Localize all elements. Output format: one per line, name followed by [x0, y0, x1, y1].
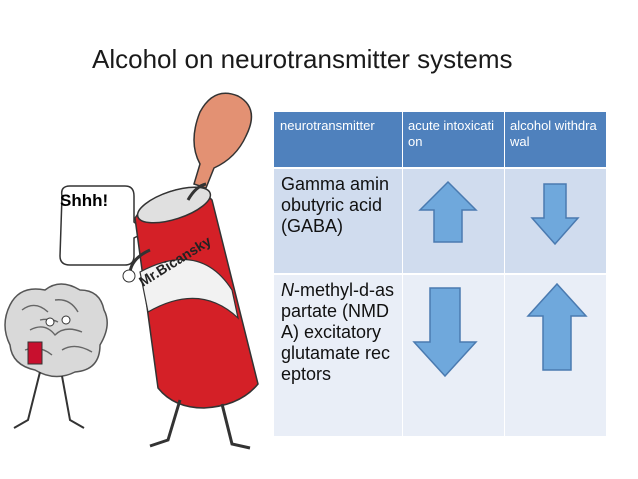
neurotransmitter-table: neurotransmitter acute intoxication alco…	[274, 112, 606, 436]
row-gaba-name: Gamma aminobutyric acid (GABA)	[274, 168, 402, 274]
row-nmda-name-italic: N	[281, 280, 294, 300]
slide-title: Alcohol on neurotransmitter systems	[92, 44, 513, 74]
cartoon-illustration	[4, 92, 259, 450]
up-arrow-icon	[418, 180, 478, 243]
down-arrow-icon	[412, 287, 478, 378]
speech-text: Shhh!	[60, 191, 109, 210]
down-arrow-icon	[530, 183, 580, 246]
paddle-icon	[193, 92, 253, 189]
row-gaba-acute	[402, 168, 504, 274]
header-neurotransmitter: neurotransmitter	[274, 112, 402, 168]
header-acute-intoxication: acute intoxication	[402, 112, 504, 168]
row-nmda-name-rest: -methyl-d-aspartate (NMDA) excitatory gl…	[281, 280, 395, 384]
brain-figure-icon	[4, 283, 108, 429]
row-nmda-name: N-methyl-d-aspartate (NMDA) excitatory g…	[274, 274, 402, 436]
header-alcohol-withdrawal: alcohol withdrawal	[504, 112, 606, 168]
row-nmda-withdrawal	[504, 274, 606, 436]
row-gaba-withdrawal	[504, 168, 606, 274]
up-arrow-icon	[526, 282, 588, 371]
can-character-icon	[122, 182, 259, 450]
row-nmda-acute	[402, 274, 504, 436]
